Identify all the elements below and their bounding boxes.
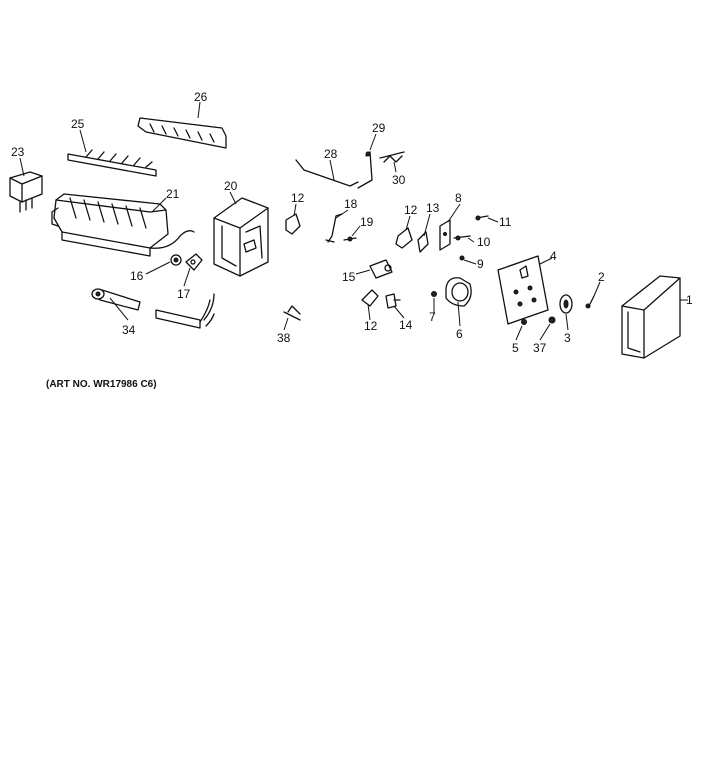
callout-labels: 26 25 23 21 20 12 28 29 30 18 19 12 13 8… xyxy=(11,90,693,355)
callout-12-middle: 12 xyxy=(404,203,418,217)
part-8-switch xyxy=(439,219,451,251)
part-30-spring xyxy=(379,151,405,163)
part-12-c xyxy=(361,289,379,307)
part-16-gear xyxy=(170,254,182,266)
part-3-knob xyxy=(559,294,573,314)
part-23-switch xyxy=(9,171,43,213)
part-14-bracket xyxy=(385,293,401,309)
part-11-screw xyxy=(475,215,489,221)
part-26-ejector-blade xyxy=(137,117,227,149)
callout-20: 20 xyxy=(224,179,238,193)
part-37-nut xyxy=(548,316,556,324)
callout-19: 19 xyxy=(360,215,374,229)
callout-29: 29 xyxy=(372,121,386,135)
callout-37: 37 xyxy=(533,341,547,355)
callout-11: 11 xyxy=(499,215,512,229)
part-2-screw xyxy=(585,295,595,309)
callout-18: 18 xyxy=(344,197,358,211)
callout-13: 13 xyxy=(426,201,440,215)
callout-21: 21 xyxy=(166,187,180,201)
part-7-screw xyxy=(431,291,437,297)
part-9-screw xyxy=(459,255,465,261)
part-10-spring xyxy=(453,235,471,241)
part-12-a xyxy=(285,213,301,235)
callout-10: 10 xyxy=(477,235,491,249)
part-38-thermostat xyxy=(283,305,301,321)
callout-9: 9 xyxy=(477,257,484,271)
callout-34: 34 xyxy=(122,323,136,337)
part-1-cover xyxy=(621,275,681,359)
callout-3: 3 xyxy=(564,331,571,345)
callout-16: 16 xyxy=(130,269,144,283)
callout-26: 26 xyxy=(194,90,208,104)
part-4-mounting-plate xyxy=(497,255,549,325)
part-34-fill-cup xyxy=(91,288,141,311)
part-15-motor xyxy=(369,259,393,279)
callout-2: 2 xyxy=(598,270,605,284)
part-25-stripper-rod xyxy=(67,149,157,177)
part-5-screw xyxy=(521,319,527,325)
callout-6: 6 xyxy=(456,327,463,341)
part-17-cam xyxy=(185,253,203,271)
part-28-shutoff-arm xyxy=(295,159,359,187)
callout-28: 28 xyxy=(324,147,338,161)
callout-23: 23 xyxy=(11,145,25,159)
callout-25: 25 xyxy=(71,117,85,131)
callout-15: 15 xyxy=(342,270,356,284)
part-21-ice-mold xyxy=(51,193,195,257)
part-12-b xyxy=(395,227,413,249)
part-13-clip xyxy=(417,231,429,253)
part-18-lever xyxy=(325,213,343,243)
callout-12-top: 12 xyxy=(291,191,305,205)
callout-12-lower: 12 xyxy=(364,319,378,333)
callout-4: 4 xyxy=(550,249,557,263)
callout-8: 8 xyxy=(455,191,462,205)
art-number-caption: (ART NO. WR17986 C6) xyxy=(46,379,157,390)
callout-30: 30 xyxy=(392,173,406,187)
callout-38: 38 xyxy=(277,331,291,345)
part-29-bracket xyxy=(357,151,373,189)
callout-1: 1 xyxy=(686,293,693,307)
part-wire-harness xyxy=(155,293,215,329)
part-20-housing xyxy=(213,197,269,277)
callout-14: 14 xyxy=(399,318,413,332)
part-6-timer-motor xyxy=(445,277,472,307)
part-19-screw xyxy=(343,236,357,242)
callout-5: 5 xyxy=(512,341,519,355)
callout-7: 7 xyxy=(429,310,436,324)
callout-17: 17 xyxy=(177,287,191,301)
leader-lines xyxy=(19,101,688,341)
